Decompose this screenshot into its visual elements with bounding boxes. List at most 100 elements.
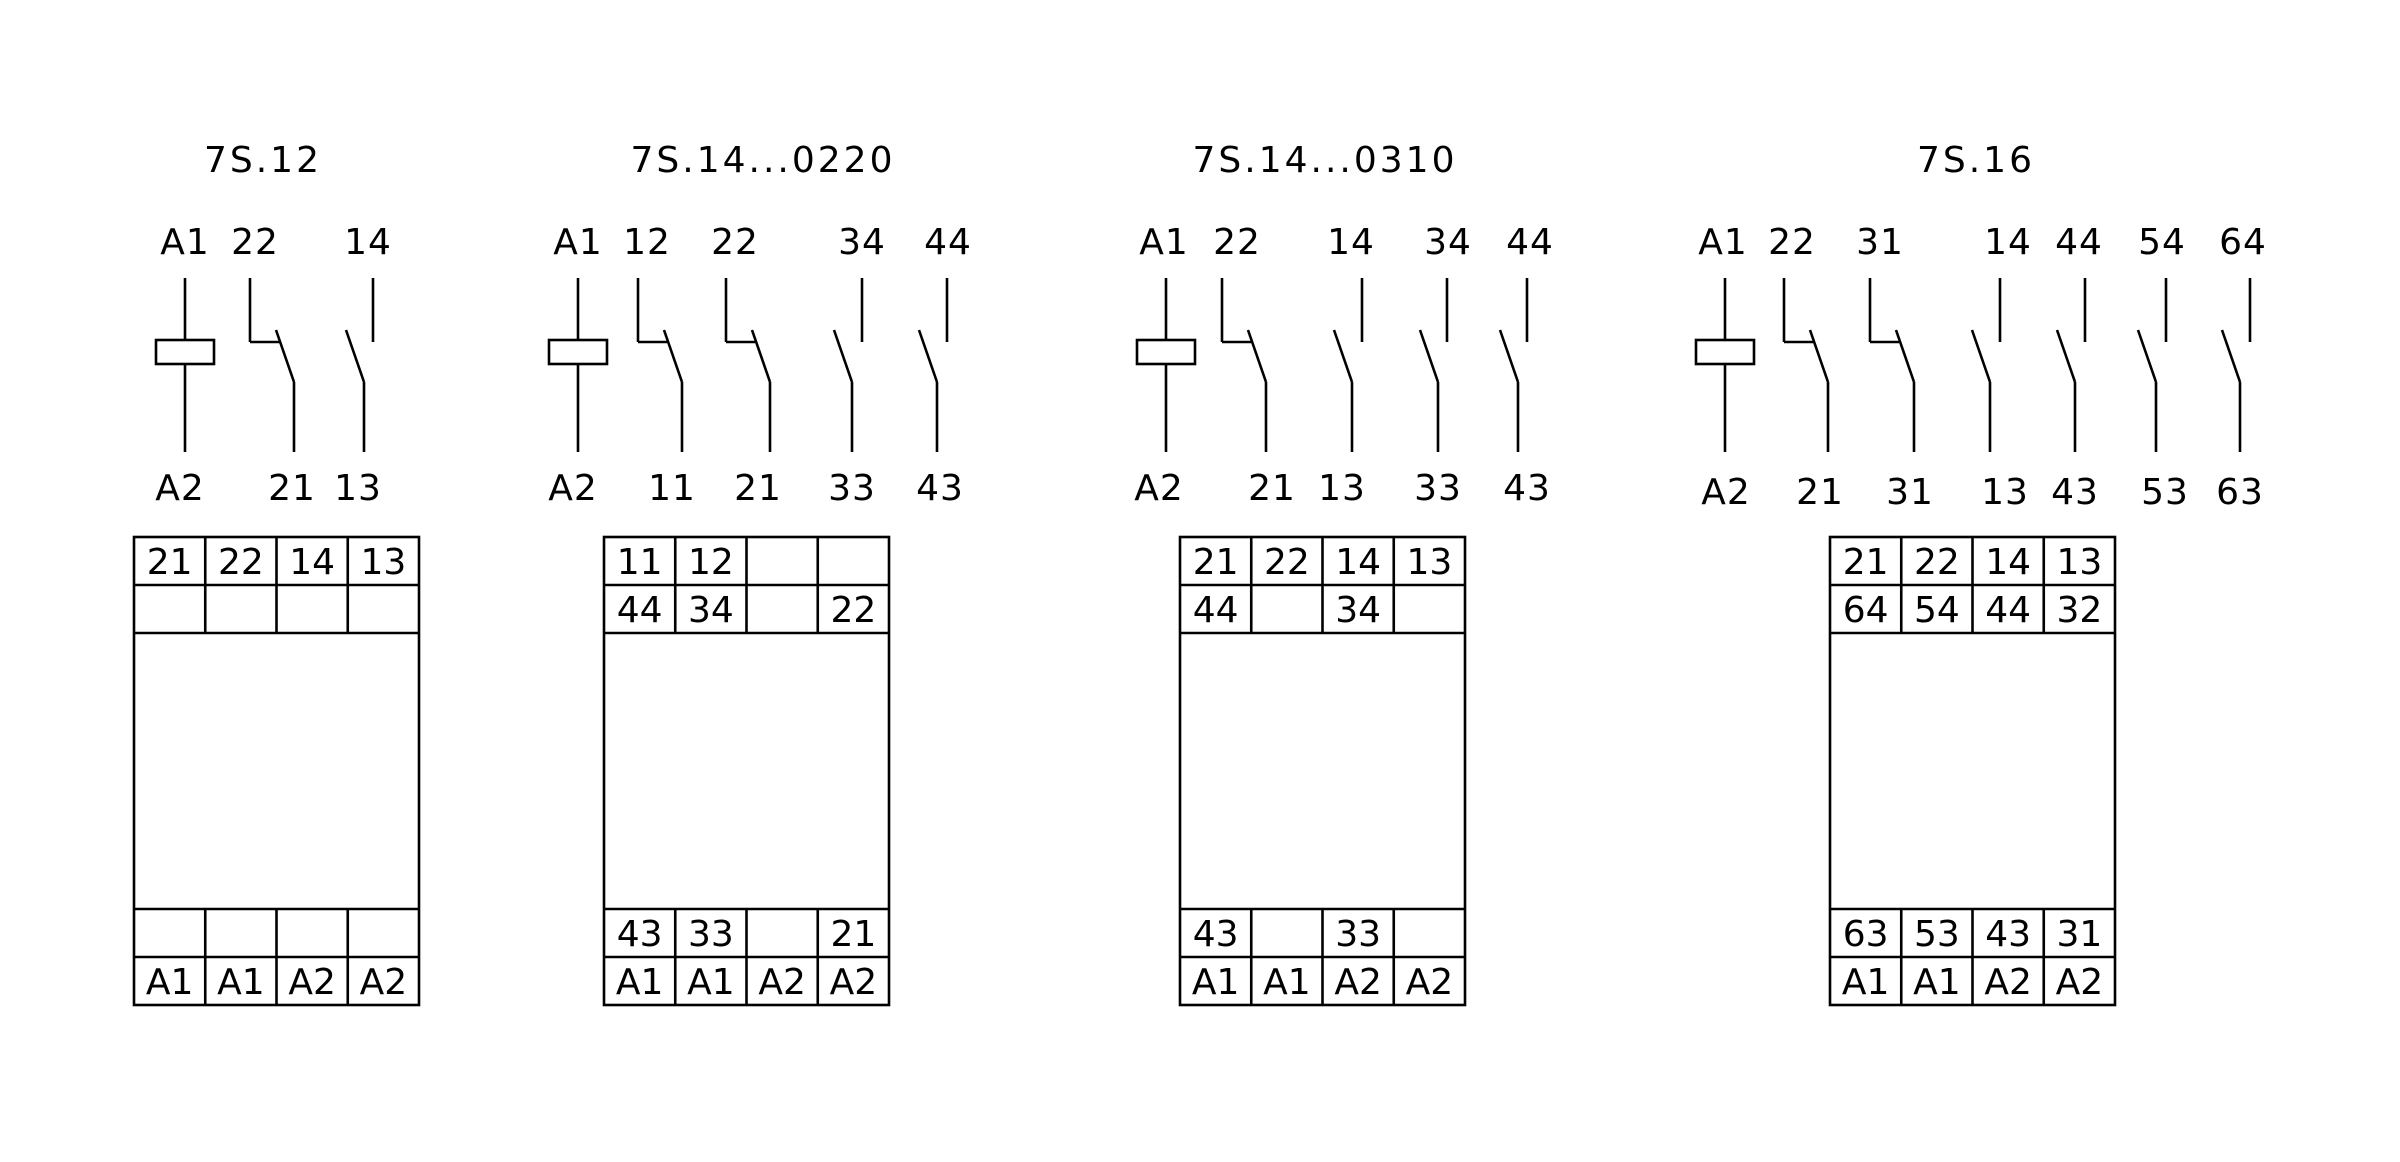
terminal-cell-label: 64 xyxy=(1843,590,1889,631)
contact-blade xyxy=(1970,329,1992,383)
terminal-cell-label: 43 xyxy=(1985,914,2031,955)
nc-contact-symbol xyxy=(1868,278,1916,452)
bottom-terminal-label: A2 xyxy=(1701,472,1751,513)
terminal-cell-label: A1 xyxy=(1913,962,1961,1003)
top-terminal-label: 22 xyxy=(711,222,759,263)
terminal-cell-label: 21 xyxy=(147,542,193,583)
terminal-cell-label: 21 xyxy=(830,914,876,955)
contact-blade xyxy=(274,329,296,383)
bottom-terminal-label: 13 xyxy=(1318,468,1366,509)
terminal-cell-label: 32 xyxy=(2056,590,2102,631)
terminal-cell-label: A2 xyxy=(2056,962,2104,1003)
bottom-terminal-label: A2 xyxy=(1134,468,1184,509)
terminal-cell-label: 13 xyxy=(360,542,406,583)
contact-blade xyxy=(2136,329,2158,383)
terminal-cell-label: 12 xyxy=(688,542,734,583)
terminal-cell-label: 44 xyxy=(1193,590,1239,631)
contact-blade xyxy=(832,329,854,383)
top-terminal-label: 54 xyxy=(2138,222,2186,263)
coil-symbol xyxy=(1694,278,1756,452)
top-terminal-label: 34 xyxy=(838,222,886,263)
top-terminal-label: A1 xyxy=(1139,222,1189,263)
top-terminal-label: 12 xyxy=(623,222,671,263)
terminal-cell-label: 34 xyxy=(1335,590,1381,631)
bottom-terminal-label: A2 xyxy=(548,468,598,509)
terminal-cell-label: 31 xyxy=(2056,914,2102,955)
terminal-cell-label: A1 xyxy=(616,962,664,1003)
terminal-cell-label: 33 xyxy=(688,914,734,955)
contact-blade xyxy=(2055,329,2077,383)
nc-contact-symbol xyxy=(724,278,772,452)
top-terminal-label: A1 xyxy=(553,222,603,263)
bottom-terminal-label: 31 xyxy=(1886,472,1934,513)
bottom-terminal-label: 53 xyxy=(2141,472,2189,513)
no-contact-symbol xyxy=(344,278,375,452)
terminal-cell-label: A2 xyxy=(830,962,878,1003)
terminal-cell-label: A1 xyxy=(1263,962,1311,1003)
top-terminal-label: 34 xyxy=(1424,222,1472,263)
bottom-terminal-label: 13 xyxy=(334,468,382,509)
coil-body xyxy=(547,338,609,366)
contact-blade xyxy=(1498,329,1520,383)
terminal-cell-label: A2 xyxy=(758,962,806,1003)
terminal-cell-label: 53 xyxy=(1914,914,1960,955)
contact-blade xyxy=(1418,329,1440,383)
no-contact-symbol xyxy=(2136,278,2168,452)
bottom-terminal-label: 63 xyxy=(2216,472,2264,513)
top-terminal-label: 31 xyxy=(1856,222,1904,263)
contact-blade xyxy=(2220,329,2242,383)
no-contact-symbol xyxy=(2220,278,2252,452)
terminal-cell-label: A2 xyxy=(360,962,408,1003)
bottom-terminal-label: 33 xyxy=(1414,468,1462,509)
contact-blade xyxy=(917,329,939,383)
no-contact-symbol xyxy=(2055,278,2087,452)
coil-symbol xyxy=(547,278,609,452)
no-contact-symbol xyxy=(1970,278,2002,452)
terminal-cell-label: 22 xyxy=(218,542,264,583)
terminal-cell-label: A1 xyxy=(217,962,265,1003)
bottom-terminal-label: A2 xyxy=(155,468,205,509)
relay-model-title: 7S.14...0310 xyxy=(1193,140,1458,181)
terminal-cell-label: A1 xyxy=(146,962,194,1003)
terminal-cell-label: A2 xyxy=(1406,962,1454,1003)
bottom-terminal-label: 21 xyxy=(268,468,316,509)
terminal-cell-label: 43 xyxy=(617,914,663,955)
terminal-cell-label: 43 xyxy=(1193,914,1239,955)
terminal-cell-label: A1 xyxy=(1192,962,1240,1003)
bottom-terminal-label: 21 xyxy=(1248,468,1296,509)
contact-blade xyxy=(1808,329,1830,383)
coil-symbol xyxy=(154,278,216,452)
bottom-terminal-label: 13 xyxy=(1981,472,2029,513)
terminal-cell-label: 54 xyxy=(1914,590,1960,631)
bottom-terminal-label: 33 xyxy=(828,468,876,509)
top-terminal-label: A1 xyxy=(160,222,210,263)
terminal-cell-label: 22 xyxy=(1914,542,1960,583)
no-contact-symbol xyxy=(1418,278,1449,452)
contact-blade xyxy=(1894,329,1916,383)
top-terminal-label: 44 xyxy=(2055,222,2103,263)
top-terminal-label: 14 xyxy=(1327,222,1375,263)
nc-contact-symbol xyxy=(1782,278,1830,452)
bottom-terminal-label: 43 xyxy=(2051,472,2099,513)
top-terminal-label: 44 xyxy=(924,222,972,263)
coil-symbol xyxy=(1135,278,1197,452)
contact-blade xyxy=(1332,329,1354,383)
contact-blade xyxy=(1246,329,1268,383)
terminal-cell-label: 44 xyxy=(617,590,663,631)
coil-body xyxy=(1135,338,1197,366)
terminal-cell-label: 13 xyxy=(2056,542,2102,583)
bottom-terminal-label: 11 xyxy=(648,468,696,509)
no-contact-symbol xyxy=(1498,278,1529,452)
terminal-cell-label: 13 xyxy=(1406,542,1452,583)
top-terminal-label: 22 xyxy=(1768,222,1816,263)
terminal-cell-label: 34 xyxy=(688,590,734,631)
contact-blade xyxy=(662,329,684,383)
nc-contact-symbol xyxy=(248,278,296,452)
no-contact-symbol xyxy=(832,278,864,452)
top-terminal-label: 14 xyxy=(1984,222,2032,263)
